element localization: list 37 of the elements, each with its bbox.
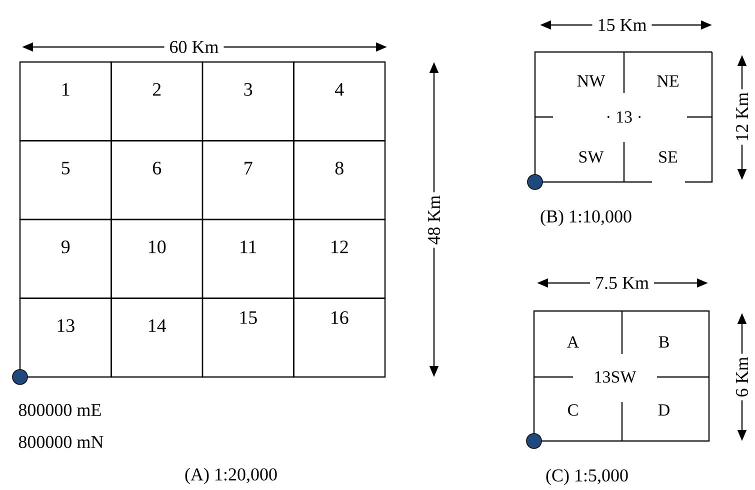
dimension-label: 7.5 Km (590, 272, 654, 294)
dimension-label: 60 Km (164, 36, 224, 58)
grid-cell: 11 (202, 218, 294, 299)
sheet-number: · 13 · (607, 111, 641, 123)
quadrant-label: NE (657, 75, 678, 87)
dimension-label: 15 Km (592, 14, 652, 36)
dimension-label: 6 Km (732, 354, 752, 400)
grid-cell: 16 (293, 298, 386, 378)
grid-cell: 13 (19, 298, 112, 378)
grid-cell: 5 (19, 140, 112, 220)
dimension-label: 12 Km (733, 89, 751, 145)
quadrant-label: C (568, 404, 578, 416)
map-caption: (C) 1:5,000 (546, 468, 628, 486)
grid-cell: 6 (110, 140, 204, 220)
grid-cell: 15 (202, 298, 294, 378)
grid-cell: 3 (202, 61, 294, 142)
grid-cell: 2 (110, 61, 204, 142)
sheet-number: 13SW (595, 371, 636, 383)
grid-cell: 9 (19, 218, 112, 299)
grid-cell: 4 (293, 61, 386, 142)
map-caption: (A) 1:20,000 (185, 468, 277, 484)
quadrant-label: B (658, 336, 669, 348)
quadrant-label: D (658, 404, 670, 416)
coordinate-label: 800000 mN (18, 436, 104, 448)
grid-cell: 12 (293, 218, 386, 299)
quadrant-label: SE (659, 151, 678, 163)
coordinate-label: 800000 mE (18, 404, 101, 416)
map-caption: (B) 1:10,000 (540, 210, 632, 226)
grid-cell: 1 (19, 61, 112, 142)
grid-cell: 7 (202, 140, 294, 220)
quadrant-label: A (567, 336, 580, 348)
grid-cell: 14 (110, 298, 204, 378)
quadrant-label: NW (577, 75, 606, 87)
grid-cell: 10 (110, 218, 204, 299)
grid-cell: 8 (293, 140, 386, 220)
dimension-label: 48 Km (424, 192, 444, 248)
quadrant-label: SW (579, 151, 604, 163)
